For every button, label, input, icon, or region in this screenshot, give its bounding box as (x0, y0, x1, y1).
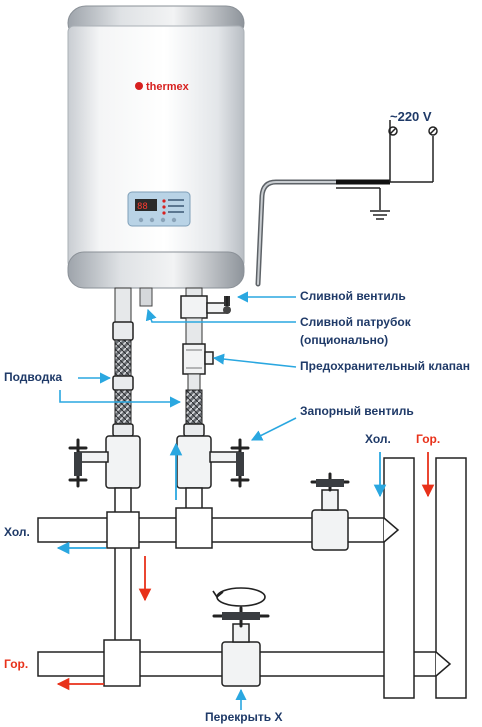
shutoff-valve-cold (68, 435, 141, 489)
label-cold-riser: Хол. (365, 432, 391, 446)
pointer-arrows (59, 291, 297, 710)
label-hot-riser: Гор. (416, 432, 441, 446)
label-shutoff-valve: Запорный вентиль (300, 404, 414, 418)
terminal-left (388, 126, 398, 136)
main-valve-cold (310, 472, 350, 551)
main-valve-close-x (212, 606, 270, 687)
terminal-right (428, 126, 438, 136)
rotate-arrow-icon (212, 587, 266, 607)
water-heater: thermex 88 (67, 5, 245, 289)
label-drain-valve: Сливной вентиль (300, 289, 406, 303)
svg-text:thermex: thermex (146, 81, 190, 93)
control-panel: 88 (127, 191, 191, 227)
label-hot-main: Гор. (4, 657, 29, 671)
label-safety-valve: Предохранительный клапан (300, 359, 470, 373)
label-drain-outlet: Сливной патрубок (300, 315, 411, 329)
label-supply-hose: Подводка (4, 370, 63, 384)
hot-riser-pipe (435, 457, 467, 699)
cold-riser-pipe (383, 457, 415, 699)
svg-text:88: 88 (137, 202, 148, 212)
ground-icon (370, 210, 390, 220)
flow-arrow-icon (56, 442, 435, 691)
voltage-label: ~220 V (390, 109, 432, 124)
label-cold-main: Хол. (4, 525, 30, 539)
power-cable (255, 120, 434, 287)
safety-valve (182, 317, 214, 391)
brand-logo: thermex (135, 81, 190, 93)
shutoff-valve-hot (176, 435, 250, 489)
supply-hose-hot (183, 389, 205, 437)
cold-inlet-nipple (114, 287, 132, 323)
label-drain-outlet-optional: (опционально) (300, 333, 389, 347)
drain-outlet (139, 287, 153, 307)
supply-hose-cold (112, 321, 134, 437)
label-close-x: Перекрыть Х (205, 710, 283, 724)
drain-valve (180, 295, 231, 319)
